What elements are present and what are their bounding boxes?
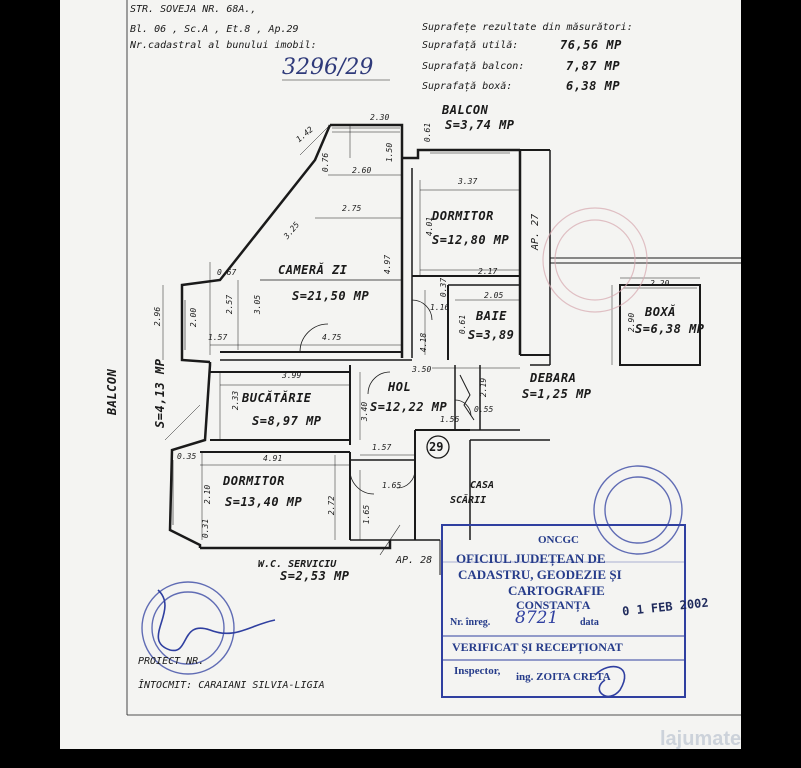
dimension-label: 0.67 <box>217 268 237 277</box>
dimension-label: 4.01 <box>425 216 435 237</box>
dimension-label: 4.91 <box>263 454 283 463</box>
dimension-label: 0.61 <box>458 314 468 335</box>
dimension-label: 2.72 <box>327 495 337 516</box>
room-balcon-top-name: BALCON <box>442 103 489 117</box>
floor-plan-document: STR. SOVEJA NR. 68A., Bl. 06 , Sc.A , Et… <box>60 0 741 749</box>
room-wc-name: W.C. SERVICIU <box>258 559 337 570</box>
summary-value-balcony: 7,87 MP <box>566 59 621 73</box>
footer-author: ÎNTOCMIT: CARAIANI SILVIA-LIGIA <box>138 680 325 691</box>
dimension-label: 1.16 <box>430 303 450 312</box>
dimension-label: 0.35 <box>177 452 197 461</box>
stamp-line3: CADASTRU, GEODEZIE ȘI <box>458 567 622 582</box>
address-street: STR. SOVEJA NR. 68A., <box>130 4 257 15</box>
dimension-label: 3.05 <box>253 294 263 315</box>
room-dormitor1-name: DORMITOR <box>432 209 494 223</box>
room-balcon-left-area: S=4,13 MP <box>153 358 167 428</box>
dimension-label: 2.33 <box>231 390 241 411</box>
stamp-inspector-label: Inspector, <box>454 665 501 677</box>
room-bucatarie-area: S=8,97 MP <box>252 414 322 428</box>
room-baie-area: S=3,89 <box>468 328 515 342</box>
room-debara-name: DEBARA <box>530 371 577 385</box>
summary-value-box: 6,38 MP <box>566 79 621 93</box>
dimension-label: 4.18 <box>419 332 429 353</box>
room-bucatarie-name: BUCĂTĂRIE <box>242 391 312 405</box>
room-dormitor2-name: DORMITOR <box>223 474 285 488</box>
room-dormitor1-area: S=12,80 MP <box>432 233 510 247</box>
summary-label-useful: Suprafață utilă: <box>422 40 519 51</box>
room-debara-area: S=1,25 MP <box>522 387 592 401</box>
apartment-27-label: AP. 27 <box>530 213 541 250</box>
room-hol-name: HOL <box>388 380 412 394</box>
room-baie-name: BAIE <box>476 309 507 323</box>
dimension-label: 3.37 <box>458 177 478 186</box>
stamp-line4: CARTOGRAFIE <box>508 583 605 598</box>
summary-title: Suprafețe rezultate din măsurători: <box>422 22 633 33</box>
dimension-label: 1.56 <box>440 415 460 424</box>
dimension-label: 1.65 <box>382 481 402 490</box>
dimension-label: 2.17 <box>478 267 498 276</box>
dimension-label: 1.50 <box>385 142 395 163</box>
dimension-label: 2.75 <box>342 204 362 213</box>
room-hol-area: S=12,22 MP <box>370 400 448 414</box>
summary-label-balcony: Suprafață balcon: <box>422 61 525 72</box>
dimension-label: 2.00 <box>189 307 199 328</box>
dimension-label: 2.57 <box>225 294 235 315</box>
stamp-inspector-name: ing. ZOITA CRETA <box>516 671 611 683</box>
dimension-label: 1.57 <box>208 333 228 342</box>
dimension-label: 1.57 <box>372 443 392 452</box>
dimension-label: 4.97 <box>383 254 393 275</box>
dimension-label: 2.30 <box>370 113 390 122</box>
cadastral-number: 3296/29 <box>282 55 374 80</box>
casa-scarii-line2: SCĂRII <box>450 495 487 506</box>
stamp-line1: ONCGC <box>538 534 579 546</box>
stamp-date-label: data <box>580 617 599 628</box>
cadastral-label: Nr.cadastral al bunului imobil: <box>130 40 317 51</box>
dimension-label: 2.90 <box>627 312 637 333</box>
dimension-label: 3.50 <box>412 365 432 374</box>
apartment-28-label: AP. 28 <box>396 555 433 566</box>
room-camera-zi-area: S=21,50 MP <box>292 289 370 303</box>
address-block: Bl. 06 , Sc.A , Et.8 , Ap.29 <box>130 24 299 35</box>
stamp-verified: VERIFICAT ȘI RECEPȚIONAT <box>452 640 623 654</box>
dimension-label: 2.60 <box>352 166 372 175</box>
dimension-label: 2.20 <box>650 279 670 288</box>
room-camera-zi-name: CAMERĂ ZI <box>278 263 348 277</box>
room-boxa-name: BOXĂ <box>645 305 676 319</box>
dimension-label: 0.31 <box>201 518 211 539</box>
floor-plan-drawing <box>126 0 741 716</box>
dimension-label: 3.99 <box>282 371 302 380</box>
casa-scarii-line1: CASA <box>470 480 495 491</box>
room-dormitor2-area: S=13,40 MP <box>225 495 303 509</box>
dimension-label: 2.96 <box>153 306 163 327</box>
dimension-label: 1.65 <box>362 504 372 525</box>
room-balcon-left-name: BALCON <box>105 368 119 415</box>
room-wc-area: S=2,53 MP <box>280 569 350 583</box>
summary-label-box: Suprafață boxă: <box>422 81 513 92</box>
dimension-label: 0.55 <box>474 405 494 414</box>
stamp-line5: CONSTANȚA <box>516 598 591 612</box>
room-balcon-top-area: S=3,74 MP <box>445 118 515 132</box>
dimension-label: 0.76 <box>321 152 331 173</box>
watermark: lajumate.ro <box>660 728 741 749</box>
dimension-label: 2.10 <box>203 484 213 505</box>
dimension-label: 0.61 <box>423 122 433 143</box>
dimension-label: 2.05 <box>484 291 504 300</box>
room-boxa-area: S=6,38 MP <box>635 322 705 336</box>
stamp-nr-value: 8721 <box>515 608 559 628</box>
footer-project: PROIECT NR. <box>138 656 205 667</box>
dimension-label: 2.19 <box>479 377 489 398</box>
stamp-nr-label: Nr. înreg. <box>450 617 491 628</box>
dimension-label: 4.75 <box>322 333 342 342</box>
summary-value-useful: 76,56 MP <box>560 38 622 52</box>
stamp-line2: OFICIUL JUDEȚEAN DE <box>456 551 606 566</box>
dimension-label: 3.40 <box>360 401 370 422</box>
dimension-label: 0.37 <box>439 277 449 298</box>
apartment-number-badge: 29 <box>429 440 444 454</box>
